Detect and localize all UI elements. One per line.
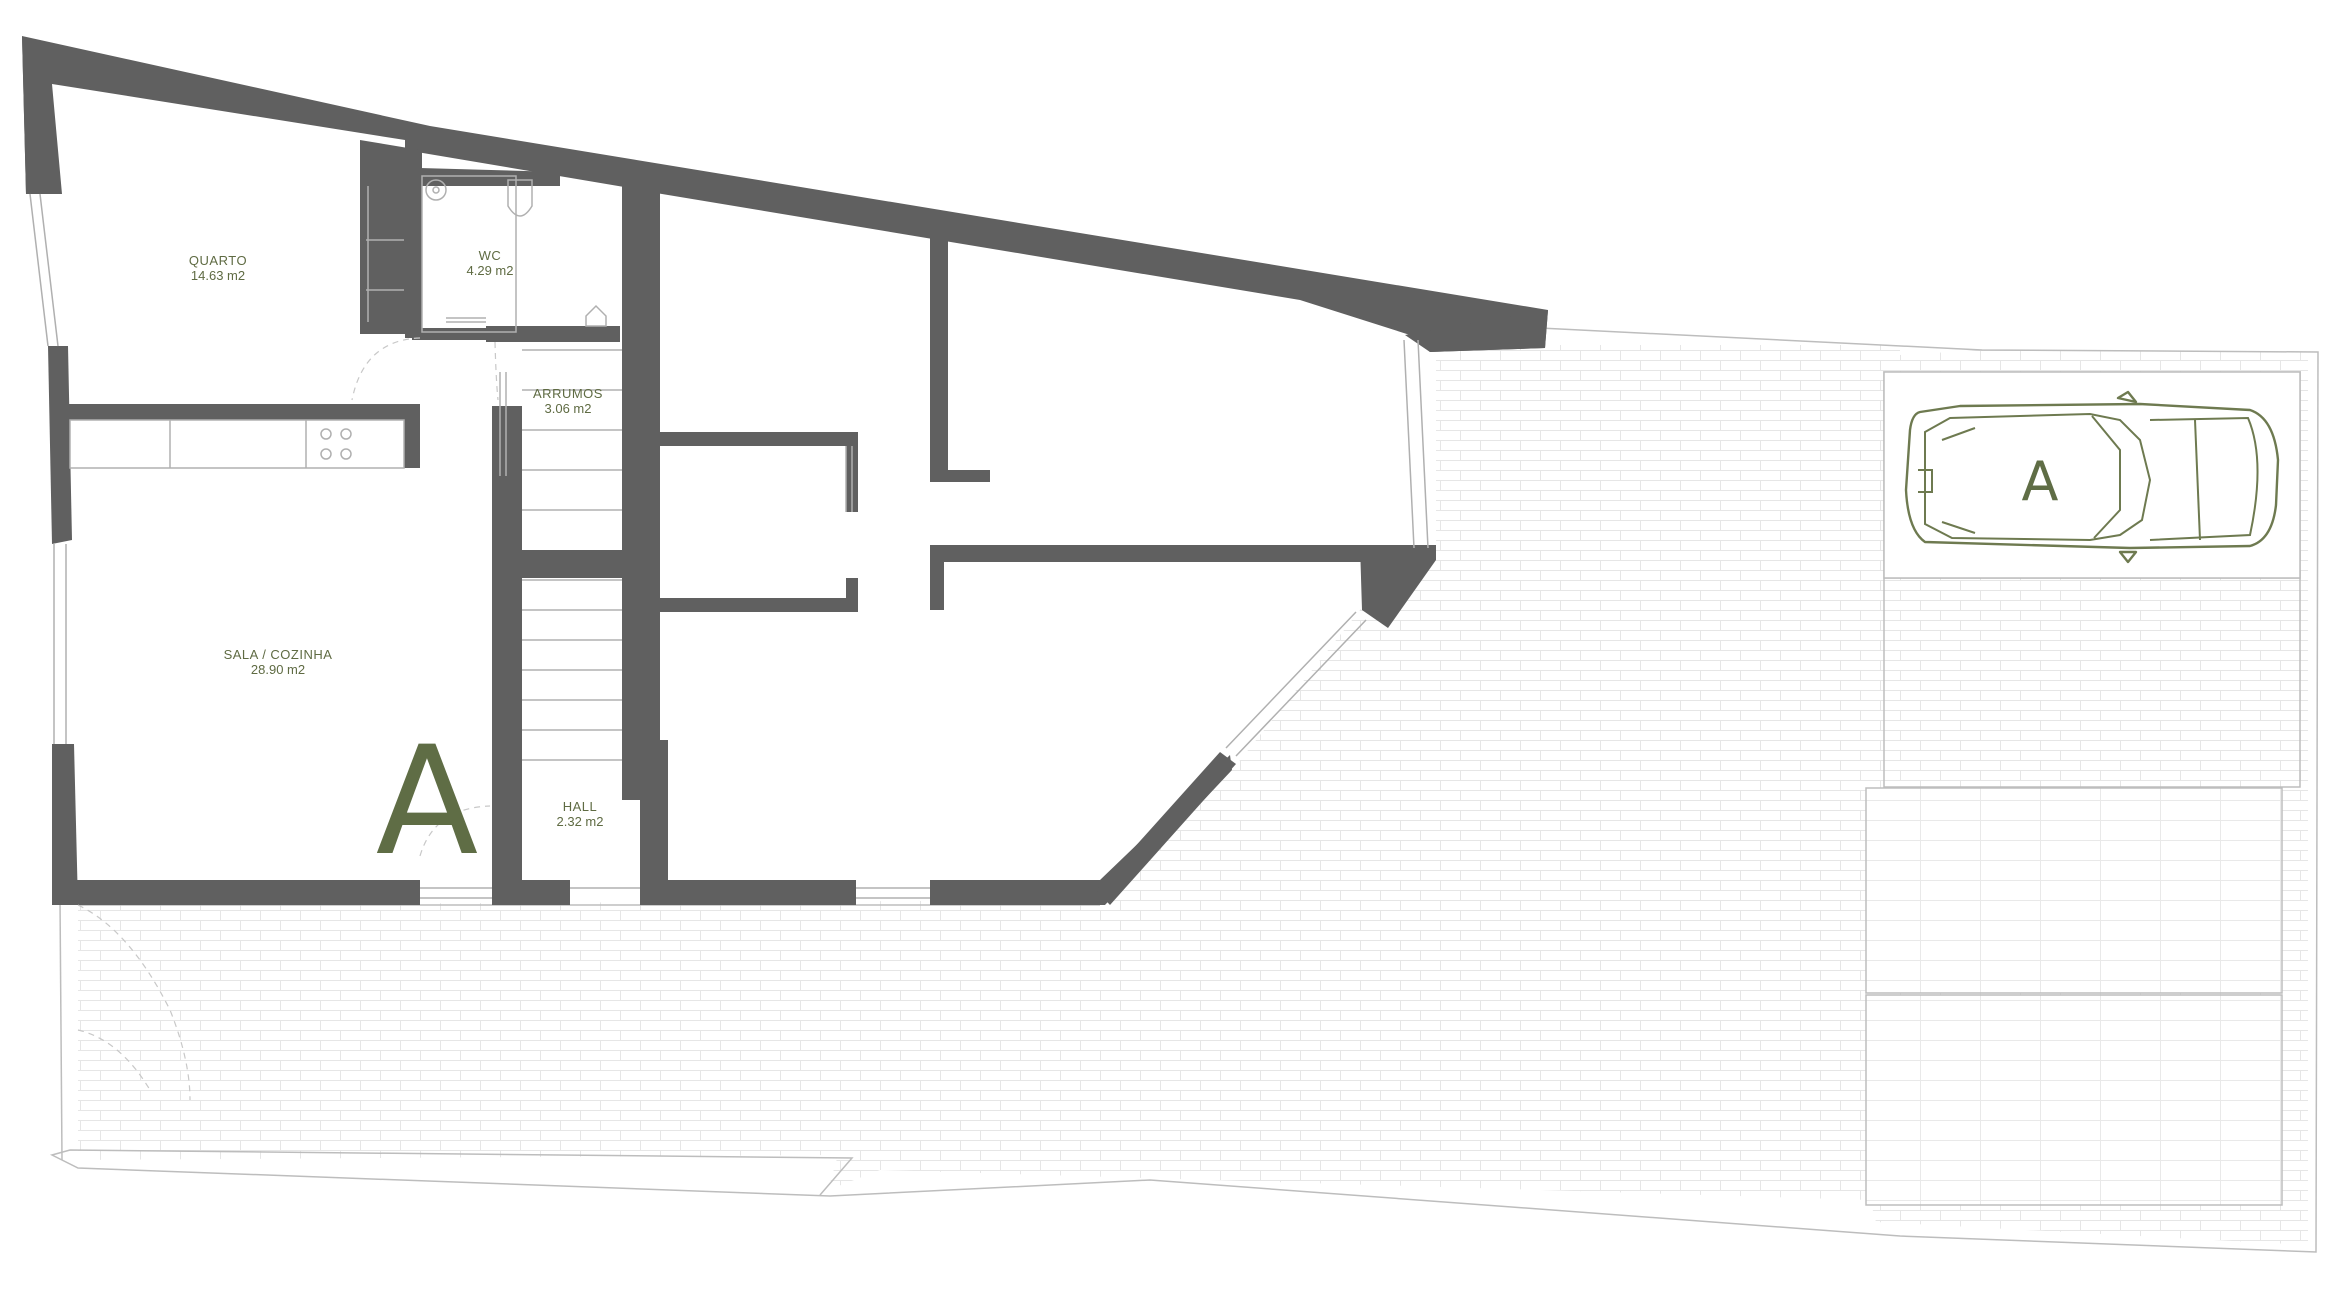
- room-name: HALL: [563, 799, 598, 814]
- fixtures: [69, 175, 853, 761]
- room-area: 4.29 m2: [467, 263, 514, 278]
- parking-space-label: A: [2022, 450, 2059, 513]
- site-boundary: [49, 327, 2319, 1253]
- room-name: WC: [479, 248, 502, 263]
- door-swings: [77, 337, 499, 1101]
- room-area: 14.63 m2: [191, 268, 245, 283]
- room-area: 3.06 m2: [545, 401, 592, 416]
- room-hall: HALL 2.32 m2: [557, 799, 604, 829]
- room-name: QUARTO: [189, 253, 247, 268]
- site-boundary-west: [59, 899, 63, 1161]
- car-icon: [1904, 390, 2280, 564]
- walls: [22, 36, 1548, 905]
- room-name: ARRUMOS: [533, 386, 603, 401]
- room-wc: WC 4.29 m2: [467, 248, 514, 278]
- windows: [29, 193, 1429, 899]
- room-area: 28.90 m2: [251, 662, 305, 677]
- room-arrumos: ARRUMOS 3.06 m2: [533, 386, 603, 416]
- room-sala-cozinha: SALA / COZINHA 28.90 m2: [224, 647, 333, 677]
- room-quarto: QUARTO 14.63 m2: [189, 253, 247, 283]
- unit-label: A: [376, 715, 479, 889]
- room-name: SALA / COZINHA: [224, 647, 333, 662]
- room-area: 2.32 m2: [557, 814, 604, 829]
